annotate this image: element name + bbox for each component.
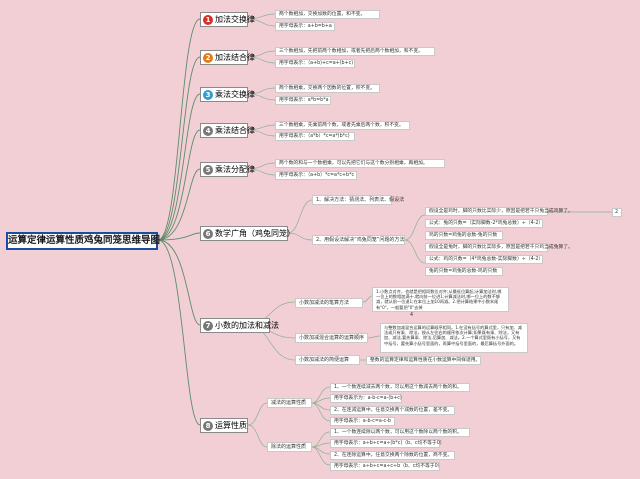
- assume-all-rabbit[interactable]: 假设全是兔时，脚的只数比实际多，原因是把若干只鸡当成兔算了。: [425, 243, 573, 252]
- division-formula-1[interactable]: 用字母表示：a÷b÷c=a÷(b*c)（b、c均不等于0）: [330, 439, 445, 448]
- topic-label: 加法交换律: [215, 15, 255, 24]
- decimal-mixed-order-text[interactable]: 与整数加减混合运算的运算顺序相同。1.在没有括号的算式里，只有加、减法或只有乘、…: [380, 323, 528, 353]
- topic-distributive[interactable]: 5 乘法分配律: [200, 162, 255, 177]
- leaf-formula[interactable]: 用字母表示：（a+b）*c=a*c+b*c: [275, 171, 357, 180]
- leaf-formula[interactable]: 用字母表示：（a*b）*c=a*(b*c): [275, 132, 355, 141]
- topic-label: 小数的加法和减法: [215, 321, 279, 330]
- number-5-icon: 5: [203, 164, 213, 175]
- topic-multiplication-commutative[interactable]: 3 乘法交换律: [200, 87, 255, 102]
- decimal-simplified-calc-text[interactable]: 整数的运算定律和运算性质在小数运算中同样适用。: [366, 356, 481, 365]
- topic-label: 运算性质: [215, 421, 247, 430]
- topic-label: 乘法交换律: [215, 90, 255, 99]
- topic-multiplication-associative[interactable]: 4 乘法结合律: [200, 123, 255, 138]
- number-7-icon: 7: [203, 320, 213, 331]
- decimal-simplified-calc[interactable]: 小数加减法的简便运算: [295, 355, 360, 365]
- subtraction-formula-1[interactable]: 用字母表示为：a-b-c=a-(b+c): [330, 394, 402, 403]
- leaf-formula[interactable]: 用字母表示：a+b=b+a: [275, 22, 335, 31]
- topic-label: 乘法分配律: [215, 165, 255, 174]
- decimal-mixed-order[interactable]: 小数加减混合运算的运算顺序: [295, 333, 368, 343]
- chicken-formula[interactable]: 公式：鸡的只数=（4*鸡兔总数-实际脚数）÷（4-2）: [425, 255, 543, 264]
- topic-addition-commutative[interactable]: 1 加法交换律: [200, 12, 255, 27]
- extra-note[interactable]: 2: [612, 208, 622, 217]
- division-formula-2[interactable]: 用字母表示：a÷b÷c=a÷c÷b（b、c均不等于0）: [330, 462, 442, 471]
- leaf-definition[interactable]: 两个数相加，交换加数的位置，和不变。: [275, 10, 380, 19]
- subtraction-properties[interactable]: 减法的运算性质: [267, 398, 312, 408]
- chicken-rabbit-assumption-method[interactable]: 2、用假设法解决“鸡兔同笼”问题的方法: [312, 235, 405, 245]
- division-rule-1[interactable]: 1、一个数连续除以两个数，可以用这个数除以两个数的积。: [330, 428, 470, 437]
- leaf-definition[interactable]: 两个数相乘，交换两个因数的位置，积不变。: [275, 84, 380, 93]
- number-6-icon: 6: [203, 228, 213, 239]
- decimal-written-method-text[interactable]: 1.小数点对齐，也就是把相同数位对齐;从最低位算起;计算加法时,哪一位上的数相加…: [372, 287, 509, 312]
- assume-all-chicken[interactable]: 假设全是鸡时，脚的只数比实际少，原因是把若干只兔当成鸡算了。: [425, 207, 573, 216]
- rabbit-formula[interactable]: 公式：兔的只数=（实际脚数-2*鸡兔总数）÷（4-2）: [425, 219, 543, 228]
- root-topic[interactable]: 运算定律运算性质鸡兔同笼思维导图: [6, 232, 160, 250]
- subtraction-rule-2[interactable]: 2、在连减运算中，任意交换两个减数的位置，差不变。: [330, 406, 455, 415]
- number-2-icon: 2: [203, 52, 213, 63]
- leaf-formula[interactable]: 用字母表示：a*b=b*a: [275, 96, 331, 105]
- division-properties[interactable]: 除法的运算性质: [267, 442, 312, 452]
- number-4-icon: 4: [203, 125, 213, 136]
- subtraction-formula-2[interactable]: 用字母表示：a-b-c=a-c-b: [330, 417, 395, 426]
- topic-addition-associative[interactable]: 2 加法结合律: [200, 50, 255, 65]
- topic-label: 加法结合律: [215, 53, 255, 62]
- topic-label: 乘法结合律: [215, 126, 255, 135]
- number-1-icon: 1: [203, 14, 213, 25]
- chicken-rabbit-methods[interactable]: 1、解决方法：猜测法、列表法、假设法: [312, 195, 404, 205]
- chicken-count[interactable]: 鸡的只数=鸡兔的总数-兔的只数: [425, 231, 503, 240]
- division-rule-2[interactable]: 2、在连除运算中，任意交换两个除数的位置，商不变。: [330, 451, 455, 460]
- topic-chicken-rabbit[interactable]: 6 数学广角（鸡兔同笼）: [200, 226, 295, 241]
- leaf-definition[interactable]: 两个数的和与一个数相乘，可以先把它们与这个数分别相乘，再相加。: [275, 159, 445, 168]
- topic-operation-properties[interactable]: 8 运算性质: [200, 418, 248, 433]
- leaf-definition[interactable]: 三个数相加，先把前两个数相加，或者先把后两个数相加，和不变。: [275, 47, 435, 56]
- leaf-formula[interactable]: 用字母表示：（a+b)+c=a+(b+c): [275, 59, 355, 68]
- leaf-definition[interactable]: 三个数相乘，先乘前两个数，或者先乘后两个数，积不变。: [275, 121, 410, 130]
- subtraction-rule-1[interactable]: 1、一个数连续减去两个数，可以用这个数减去两个数的和。: [330, 383, 470, 392]
- topic-label: 数学广角（鸡兔同笼）: [215, 229, 295, 238]
- decimal-written-method[interactable]: 小数加减法的笔算方法: [295, 298, 363, 308]
- note-mark: 4: [410, 313, 414, 318]
- rabbit-count[interactable]: 兔的只数=鸡兔的总数-鸡的只数: [425, 267, 503, 276]
- number-8-icon: 8: [203, 420, 213, 431]
- number-3-icon: 3: [203, 89, 213, 100]
- topic-decimal-add-subtract[interactable]: 7 小数的加法和减法: [200, 318, 279, 333]
